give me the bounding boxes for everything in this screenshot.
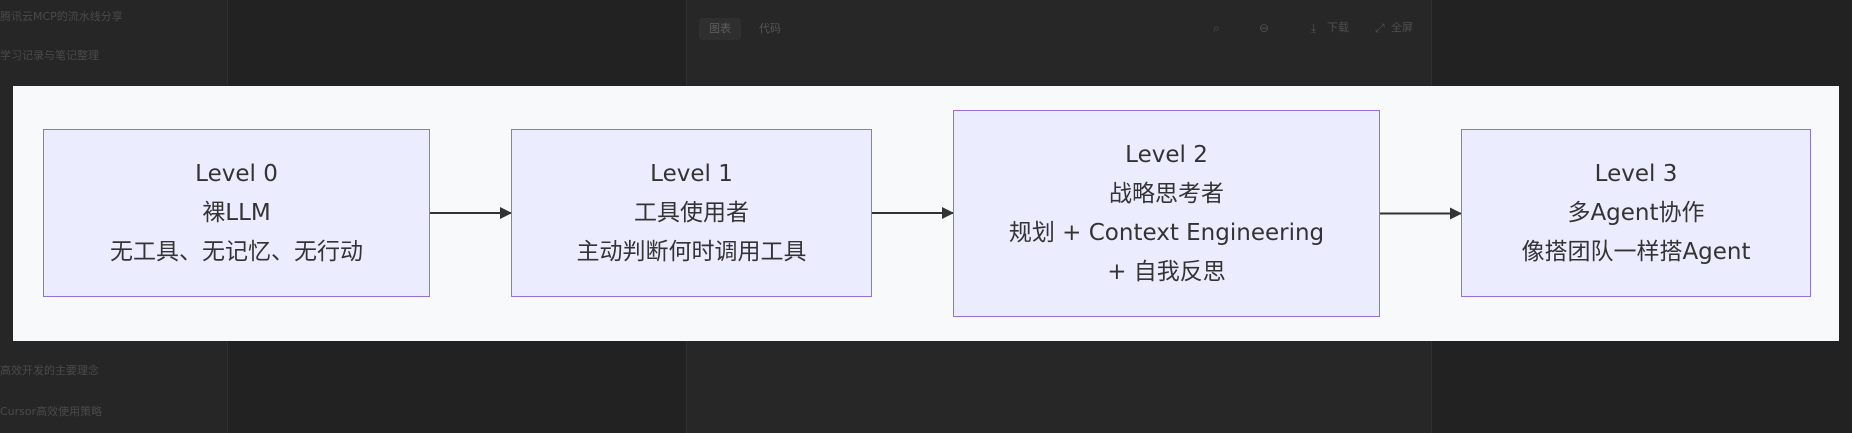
node-line: 裸LLM <box>202 199 271 226</box>
node-line: 像搭团队一样搭Agent <box>1521 238 1751 265</box>
fullscreen-icon[interactable]: ⤢ <box>1375 21 1385 35</box>
diagram-edges <box>430 207 1462 220</box>
download-icon[interactable]: ⤓ <box>1311 21 1317 35</box>
node-title: Level 1 <box>650 160 733 187</box>
node-title: Level 3 <box>1594 160 1678 187</box>
download-label[interactable]: 下载 <box>1327 21 1349 34</box>
sidebar-item[interactable]: 腾讯云MCP的流水线分享 <box>0 10 123 23</box>
diagram-canvas: Level 0 裸LLM 无工具、无记忆、无行动 Level 1 工具使用者 主… <box>13 86 1839 341</box>
diagram-node-level-3: Level 3 多Agent协作 像搭团队一样搭Agent <box>1461 129 1811 297</box>
node-line: 规划 + Context Engineering <box>1008 219 1325 246</box>
fullscreen-label[interactable]: 全屏 <box>1391 21 1413 34</box>
node-line: 多Agent协作 <box>1567 199 1705 226</box>
node-line: 战略思考者 <box>1109 180 1224 207</box>
sidebar-item[interactable]: Cursor高效使用策略 <box>0 405 103 418</box>
diagram-node-level-2: Level 2 战略思考者 规划 + Context Engineering +… <box>953 110 1380 317</box>
node-line: 无工具、无记忆、无行动 <box>110 238 363 265</box>
node-line: + 自我反思 <box>1107 258 1226 285</box>
sidebar-item[interactable]: 学习记录与笔记整理 <box>0 49 99 62</box>
node-title: Level 0 <box>195 160 278 187</box>
zoom-out-icon[interactable]: ⊖ <box>1259 21 1270 35</box>
node-line: 主动判断何时调用工具 <box>576 238 807 265</box>
diagram-node-level-0: Level 0 裸LLM 无工具、无记忆、无行动 <box>43 129 430 297</box>
tab-code[interactable]: 代码 <box>759 22 781 35</box>
sidebar-item[interactable]: 高效开发的主要理念 <box>0 364 99 377</box>
node-line: 工具使用者 <box>634 199 749 226</box>
diagram-node-level-1: Level 1 工具使用者 主动判断何时调用工具 <box>511 129 872 297</box>
zoom-in-icon[interactable]: ⌕ <box>1213 21 1220 35</box>
node-title: Level 2 <box>1125 141 1208 168</box>
tab-diagram[interactable]: 图表 <box>699 18 741 40</box>
